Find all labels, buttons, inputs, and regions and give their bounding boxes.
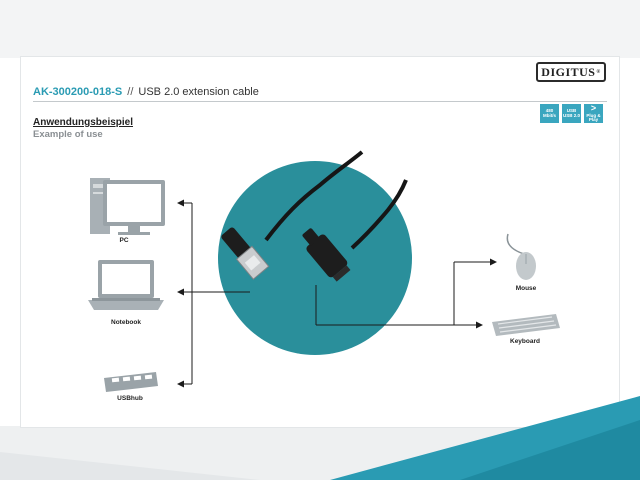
product-name: USB 2.0 extension cable <box>138 86 259 98</box>
notebook-label: Notebook <box>111 319 141 326</box>
usb-icon: USB USB 2.0 <box>562 104 581 123</box>
header-divider <box>33 101 607 102</box>
badge-speed-unit: Mbit/s <box>543 112 556 118</box>
title-separator: // <box>127 86 134 98</box>
cable-wire-right <box>350 179 408 250</box>
usbhub-label: USBhub <box>117 395 143 402</box>
badge-speed-value: 480 <box>545 107 554 113</box>
teal-stripe-dark <box>460 420 640 480</box>
badge-arrow: > <box>590 102 597 113</box>
keyboard-label: Keyboard <box>510 338 540 345</box>
keyboard-icon <box>492 314 560 336</box>
pc-label: PC <box>119 237 129 244</box>
usb-a-male-plug <box>221 227 270 280</box>
registered-mark: ® <box>596 69 601 75</box>
usb-a-female-socket <box>302 228 351 282</box>
digitus-logo: DIGITUS® <box>536 62 606 82</box>
badge-usb-version: USB 2.0 <box>562 112 580 118</box>
feature-badges: 480 Mbit/s USB USB 2.0 > Plug & Play <box>540 102 603 123</box>
logo-text: DIGITUS <box>541 64 596 79</box>
badge-usb-symbol: USB <box>566 107 577 113</box>
section-heading-en: Example of use <box>33 129 103 140</box>
background-top <box>0 0 640 58</box>
cable-wire-left <box>264 150 364 242</box>
mouse-label: Mouse <box>515 285 537 292</box>
plug-play-icon: > Plug & Play <box>584 102 603 123</box>
product-title: AK-300200-018-S // USB 2.0 extension cable <box>33 86 259 98</box>
section-heading-de: Anwendungsbeispiel <box>33 117 134 128</box>
grey-stripe <box>0 452 260 480</box>
speed-480-icon: 480 Mbit/s <box>540 104 559 123</box>
pc-icon <box>90 178 165 235</box>
notebook-icon <box>88 260 164 310</box>
usbhub-icon <box>104 372 158 392</box>
article-number: AK-300200-018-S <box>33 86 123 98</box>
badge-plug-play: Plug & Play <box>586 112 601 123</box>
mouse-icon <box>506 233 536 280</box>
